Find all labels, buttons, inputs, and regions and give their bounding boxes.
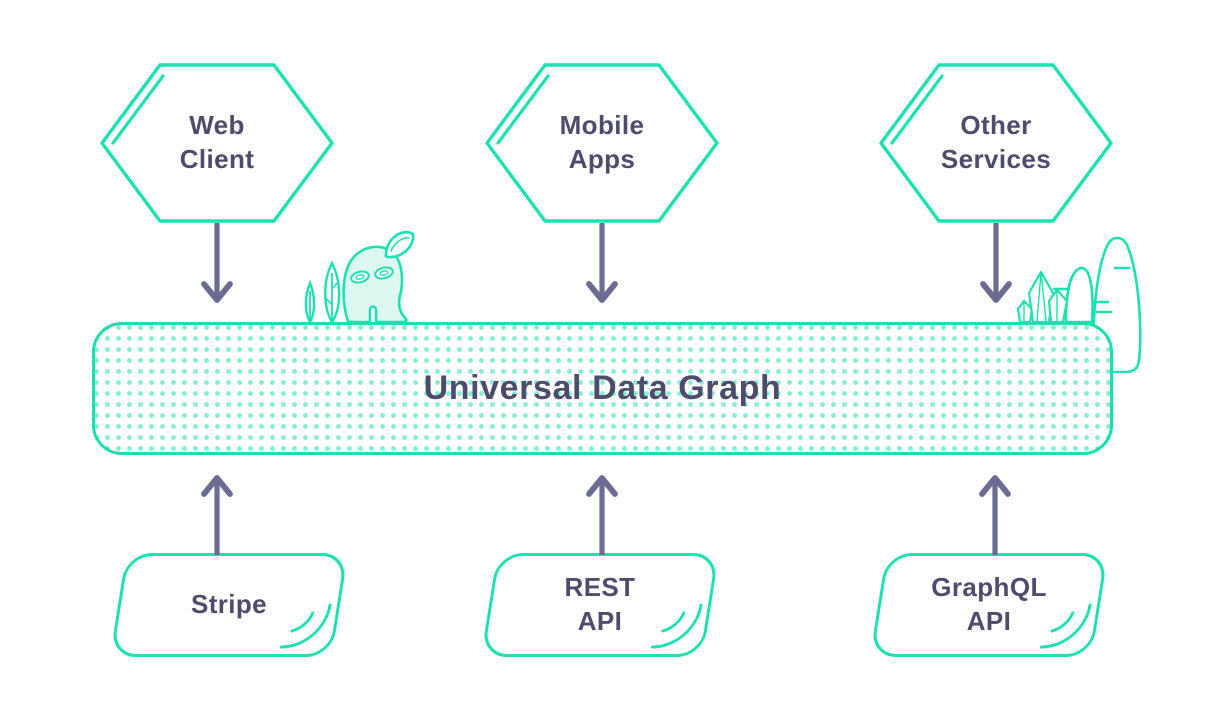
node-label-line: REST — [564, 572, 636, 603]
slanted-box-shape — [480, 553, 720, 657]
sprout-creature-illustration — [304, 231, 415, 323]
slanted-box-shape — [869, 553, 1109, 657]
corner-accent-arc — [650, 603, 703, 649]
arrow-down-icon — [201, 223, 233, 303]
arrow-up-icon — [201, 475, 233, 555]
node-label-line: Apps — [568, 144, 636, 174]
node-label-line: API — [577, 606, 623, 636]
hexagon-shape — [879, 63, 1113, 223]
node-label-line: Services — [940, 144, 1052, 174]
node-label-line: Web — [189, 110, 245, 141]
node-label-line: Other — [960, 110, 1032, 141]
node-label-line: Mobile — [559, 110, 645, 141]
bar-title: Universal Data Graph — [423, 369, 782, 407]
node-label: Stripe — [118, 553, 340, 657]
node-label-line: GraphQL — [931, 572, 1047, 603]
slanted-box-shape — [109, 553, 349, 657]
node-universal-data-graph: Universal Data Graph — [92, 322, 1113, 455]
hexagon-shape — [100, 63, 334, 223]
node-rest-api: REST API — [480, 553, 720, 657]
node-label-line: Stripe — [190, 589, 268, 620]
corner-accent-arc — [1039, 603, 1092, 649]
node-label-line: API — [966, 606, 1012, 636]
node-web-client: Web Client — [99, 61, 335, 225]
creature-eyes — [350, 266, 394, 284]
node-other-services: Other Services — [878, 61, 1114, 225]
arrow-down-icon — [980, 223, 1012, 303]
node-label: Mobile Apps — [484, 61, 720, 225]
arrow-up-icon — [586, 475, 618, 555]
hexagon-shape — [485, 63, 719, 223]
node-label: GraphQL API — [878, 553, 1100, 657]
arrow-up-icon — [979, 475, 1011, 555]
crystals-hills-illustration — [1016, 236, 1142, 373]
node-label: Web Client — [99, 61, 335, 225]
node-label: Other Services — [878, 61, 1114, 225]
node-mobile-apps: Mobile Apps — [484, 61, 720, 225]
node-stripe: Stripe — [109, 553, 349, 657]
node-graphql-api: GraphQL API — [869, 553, 1109, 657]
node-label: REST API — [489, 553, 711, 657]
node-label-line: Client — [179, 144, 255, 174]
corner-accent-arc — [279, 603, 332, 649]
arrow-down-icon — [586, 223, 618, 303]
